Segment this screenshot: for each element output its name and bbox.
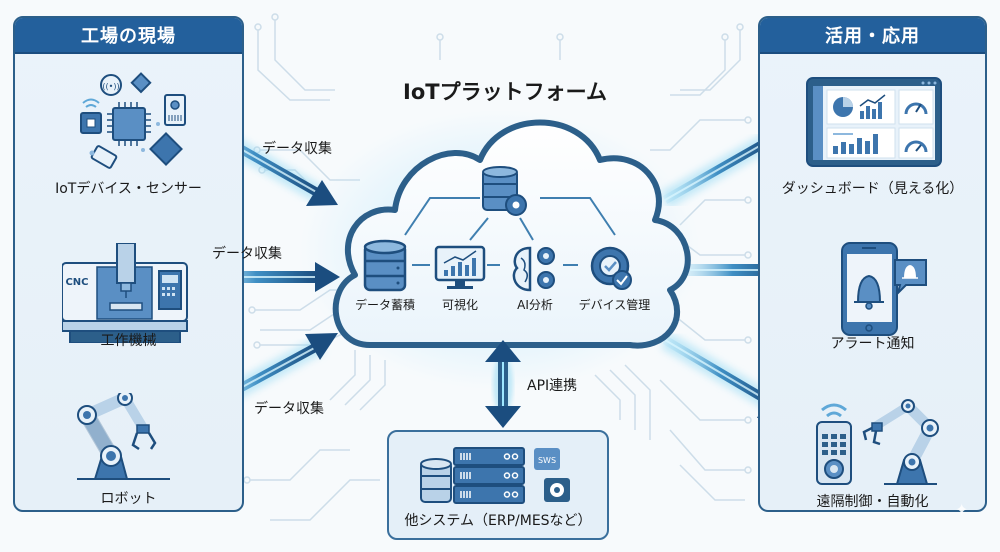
other-systems-label: 他システム（ERP/MESなど） — [404, 513, 592, 529]
sws-badge: SWS — [538, 456, 556, 465]
cloud-connections — [404, 197, 616, 266]
dashboard-icon — [806, 77, 942, 167]
servers-database-icon: SWS — [420, 447, 570, 504]
iot-devices-sensors-icon: ((•)) — [80, 72, 186, 169]
factory-floor-header: 工場の現場 — [15, 18, 242, 54]
api-double-arrow — [485, 340, 521, 428]
visualization-label: 可視化 — [441, 298, 478, 312]
api-link-label: API連携 — [527, 378, 578, 394]
factory-floor-panel: 工場の現場 ((•)) IoTデバイス — [13, 16, 244, 512]
data-storage-label: データ蓄積 — [354, 298, 415, 312]
machine-tool-label: 工作機械 — [100, 333, 157, 349]
data-collection-label-1: データ収集 — [262, 141, 332, 157]
robot-label: ロボット — [100, 491, 157, 507]
svg-text:((•)): ((•)) — [102, 82, 119, 91]
monitor-chart-icon — [434, 245, 486, 289]
remote-control-robot-icon — [816, 399, 939, 485]
other-systems-box: SWS 他システム（ERP/MESなど） — [387, 430, 609, 540]
database-icon — [363, 239, 407, 292]
smartphone-bell-icon — [841, 242, 927, 336]
remote-control-label: 遠隔制御・自動化 — [816, 494, 929, 510]
alert-notification-label: アラート通知 — [830, 336, 915, 352]
gear-check-icon — [590, 246, 632, 290]
applications-panel: 活用・応用 ダッシュボード（見える化） — [758, 16, 987, 512]
data-collection-label-2: データ収集 — [212, 246, 282, 262]
dashboard-label: ダッシュボード（見える化） — [781, 181, 964, 197]
cnc-text: CNC — [65, 277, 88, 288]
iot-devices-label: IoTデバイス・センサー — [55, 181, 202, 197]
database-gear-icon — [482, 166, 527, 216]
cnc-machine-icon: CNC — [62, 243, 188, 343]
data-collection-label-3: データ収集 — [254, 401, 324, 417]
cloud-shape — [332, 119, 691, 349]
applications-header: 活用・応用 — [760, 18, 985, 54]
device-management-label: デバイス管理 — [578, 298, 651, 312]
platform-title: IoTプラットフォーム — [403, 80, 607, 104]
brain-gears-icon — [512, 246, 555, 292]
robot-arm-icon — [77, 393, 170, 480]
ai-analysis-label: AI分析 — [517, 298, 553, 312]
sparkle-icon: ✦ — [955, 500, 969, 519]
